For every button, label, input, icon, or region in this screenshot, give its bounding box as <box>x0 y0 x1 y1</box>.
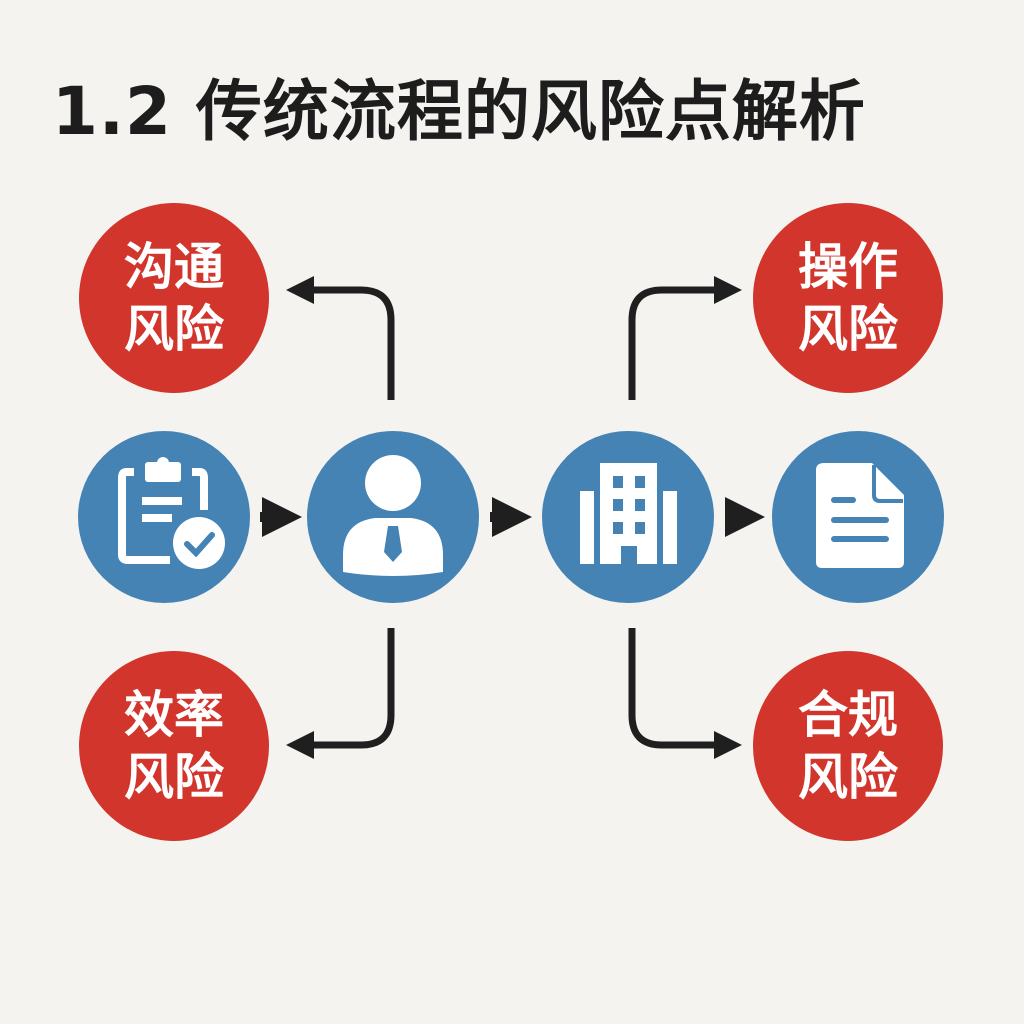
arrow-to-operation-risk <box>628 276 742 400</box>
process-node-building <box>542 431 714 603</box>
risk-label-line2: 风险 <box>124 300 224 358</box>
risk-label-line1: 效率 <box>124 686 224 744</box>
arrow-to-efficiency-risk <box>286 628 395 759</box>
arrow-to-communication-risk <box>286 276 395 400</box>
risk-label-line1: 沟通 <box>124 238 224 296</box>
risk-label-line2: 风险 <box>798 748 898 806</box>
document-icon <box>816 463 904 568</box>
risk-label-line1: 合规 <box>798 686 898 744</box>
person-icon <box>343 455 443 576</box>
risk-operation: 操作 风险 <box>753 203 943 393</box>
risk-compliance: 合规 风险 <box>753 651 943 841</box>
process-node-clipboard <box>78 431 250 603</box>
arrow-to-compliance-risk <box>628 628 742 759</box>
risk-communication: 沟通 风险 <box>79 203 269 393</box>
risk-label-line2: 风险 <box>798 300 898 358</box>
process-node-document <box>772 431 944 603</box>
page-title: 1.2 传统流程的风险点解析 <box>52 73 866 150</box>
risk-label-line1: 操作 <box>798 238 898 296</box>
building-icon <box>580 463 677 564</box>
risk-efficiency: 效率 风险 <box>79 651 269 841</box>
clipboard-check-icon <box>118 457 225 569</box>
risk-label-line2: 风险 <box>124 748 224 806</box>
process-node-person <box>307 431 479 603</box>
